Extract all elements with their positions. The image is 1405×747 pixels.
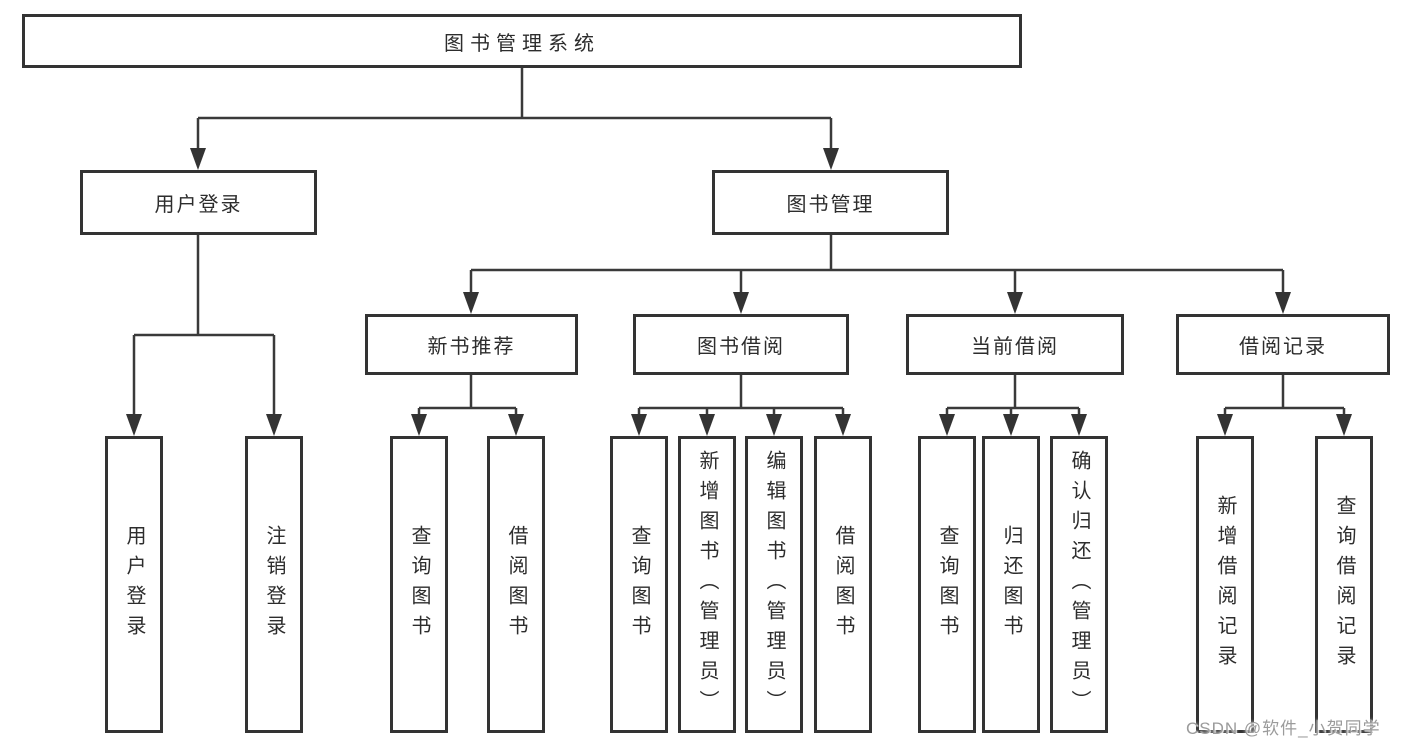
leaf-query-books-3: 查询图书 — [918, 436, 976, 733]
leaf-label: 借阅图书 — [832, 524, 854, 645]
leaf-label: 编辑图书（管理员） — [763, 449, 785, 720]
node-label: 图书管理 — [786, 194, 875, 216]
leaf-borrow-books-1: 借阅图书 — [487, 436, 545, 733]
connector-borrow-records-to-leaves — [1217, 375, 1352, 436]
node-book-management: 图书管理 — [712, 170, 949, 235]
leaf-query-borrow-record: 查询借阅记录 — [1315, 436, 1373, 733]
leaf-label: 查询图书 — [628, 524, 650, 645]
leaf-user-login: 用户登录 — [105, 436, 163, 733]
leaf-edit-books-admin: 编辑图书（管理员） — [745, 436, 803, 733]
node-borrow-records: 借阅记录 — [1176, 314, 1390, 375]
node-root-library-system: 图书管理系统 — [22, 14, 1022, 68]
node-book-borrowing: 图书借阅 — [633, 314, 849, 375]
node-user-login: 用户登录 — [80, 170, 317, 235]
connector-current-borrow-to-leaves — [939, 375, 1087, 436]
leaf-label: 新增图书（管理员） — [696, 449, 718, 720]
node-label: 新书推荐 — [427, 336, 516, 358]
node-label: 图书借阅 — [697, 336, 785, 358]
leaf-add-books-admin: 新增图书（管理员） — [678, 436, 736, 733]
leaf-label: 确认归还（管理员） — [1068, 449, 1090, 720]
csdn-watermark: CSDN @软件_小贺同学 — [1186, 719, 1381, 738]
node-label: 用户登录 — [154, 194, 243, 216]
connector-new-books-to-leaves — [411, 375, 524, 436]
leaf-label: 用户登录 — [123, 524, 145, 645]
node-new-book-recommend: 新书推荐 — [365, 314, 578, 375]
connector-user-login-to-leaves — [126, 235, 282, 436]
node-current-borrowing: 当前借阅 — [906, 314, 1124, 375]
leaf-label: 借阅图书 — [505, 524, 527, 645]
node-label: 当前借阅 — [971, 336, 1059, 358]
leaf-logout: 注销登录 — [245, 436, 303, 733]
node-label: 借阅记录 — [1239, 336, 1327, 358]
leaf-return-books: 归还图书 — [982, 436, 1040, 733]
leaf-query-books-2: 查询图书 — [610, 436, 668, 733]
leaf-label: 查询图书 — [936, 524, 958, 645]
leaf-label: 新增借阅记录 — [1214, 494, 1236, 675]
leaf-label: 查询借阅记录 — [1333, 494, 1355, 675]
connector-root-to-level1 — [190, 68, 839, 170]
leaf-label: 查询图书 — [408, 524, 430, 645]
node-label: 图书管理系统 — [444, 32, 600, 55]
leaf-add-borrow-record: 新增借阅记录 — [1196, 436, 1254, 733]
leaf-label: 注销登录 — [263, 524, 285, 645]
connector-book-borrow-to-leaves — [631, 375, 851, 436]
leaf-borrow-books-2: 借阅图书 — [814, 436, 872, 733]
leaf-confirm-return-admin: 确认归还（管理员） — [1050, 436, 1108, 733]
connector-book-mgmt-to-level2 — [463, 235, 1291, 314]
leaf-label: 归还图书 — [1000, 524, 1022, 645]
leaf-query-books-1: 查询图书 — [390, 436, 448, 733]
